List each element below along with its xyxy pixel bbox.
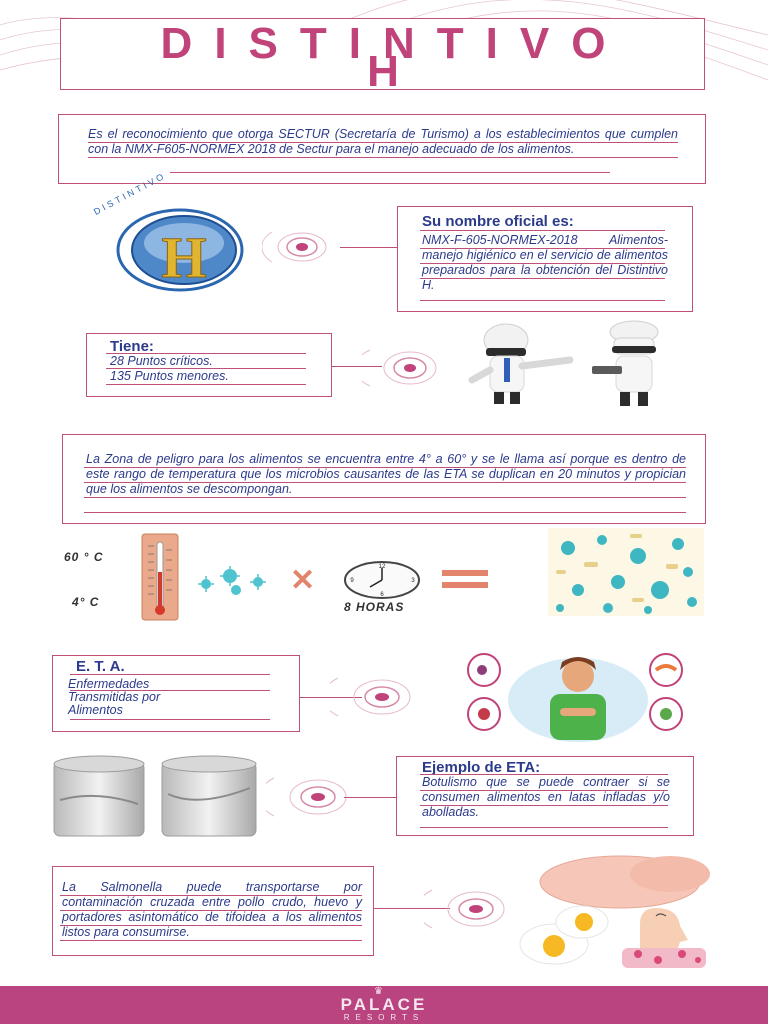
multiply-icon: ✕: [290, 564, 316, 597]
footer-crown-icon: ♛: [374, 986, 383, 997]
eta-line-1: Enfermedades: [68, 677, 150, 691]
tiene-box: [86, 333, 332, 397]
footer-brand: PALACE: [340, 995, 428, 1014]
thermometer-icon: [141, 533, 179, 621]
sick-person-illustration: [467, 653, 683, 742]
temp-low-label: 4° C: [72, 595, 100, 609]
dented-cans-illustration: [53, 755, 257, 837]
intro-text: Es el reconocimiento que otorga SECTUR (…: [88, 127, 678, 156]
example-eta-box: [396, 756, 694, 836]
salmonella-text: La Salmonella puede transportarse por co…: [62, 880, 362, 939]
hours-label: 8 HORAS: [344, 600, 405, 614]
bacteria-illustration: [548, 528, 704, 616]
example-eta-heading: Ejemplo de ETA:: [422, 759, 541, 776]
distintivo-h-logo: H: [116, 208, 244, 292]
eta-line-3: Alimentos: [68, 703, 123, 717]
footer-bar: ♛ PALACE RESORTS: [0, 986, 768, 1024]
page-title: DISTINTIVO: [160, 19, 628, 68]
svg-text:3: 3: [411, 578, 415, 584]
footer-sub: RESORTS: [343, 1013, 425, 1022]
svg-text:6: 6: [380, 592, 384, 598]
official-name-text: NMX-F-605-NORMEX-2018 Alimentos-manejo h…: [422, 233, 668, 292]
example-eta-text: Botulismo que se puede contraer si se co…: [422, 775, 670, 819]
target-icon-5: [424, 889, 505, 929]
tiene-heading: Tiene:: [110, 338, 154, 355]
svg-text:9: 9: [350, 578, 354, 584]
virus-icon: [198, 566, 266, 595]
clock-icon: 12 3 6 9: [344, 561, 420, 599]
chicken-eggs-illustration: [519, 855, 710, 968]
eta-line-2: Transmitidas por: [68, 690, 161, 704]
temp-high-label: 60 ° C: [64, 550, 104, 564]
danger-zone-text: La Zona de peligro para los alimentos se…: [86, 452, 686, 496]
official-name-box: [397, 206, 693, 312]
title-box: [60, 18, 705, 90]
target-icon-2: [362, 349, 437, 387]
target-icon-1: [262, 231, 327, 263]
tiene-line-2: 135 Puntos menores.: [110, 369, 229, 383]
equals-icon: [442, 570, 488, 588]
eta-heading: E. T. A.: [76, 658, 125, 675]
danger-zone-box: [62, 434, 706, 524]
tiene-line-1: 28 Puntos críticos.: [110, 354, 213, 368]
page-title-letter: H: [367, 47, 421, 96]
target-icon-3: [330, 677, 411, 717]
svg-text:H: H: [161, 225, 206, 290]
salmonella-box: [52, 866, 374, 956]
chef-figures-illustration: [468, 320, 659, 406]
official-name-heading: Su nombre oficial es:: [422, 213, 574, 230]
target-icon-4: [266, 777, 347, 817]
svg-text:12: 12: [379, 564, 386, 570]
